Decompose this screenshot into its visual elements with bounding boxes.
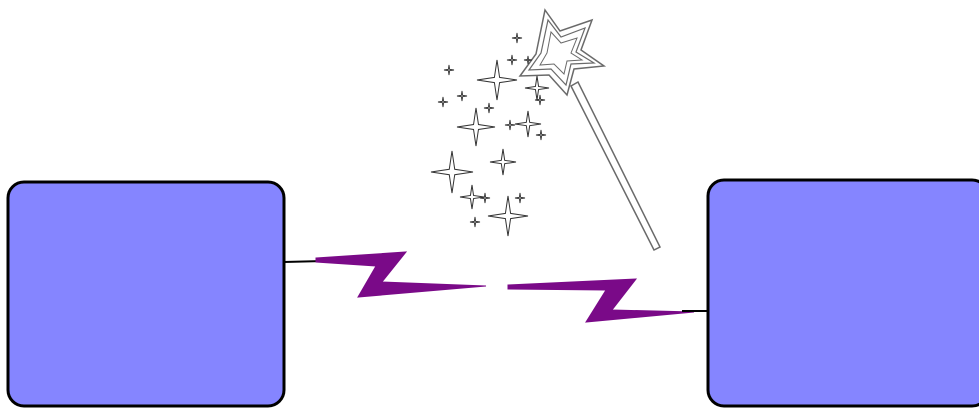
wand-star-outer	[520, 10, 604, 95]
right-link-segment	[508, 279, 708, 322]
sparkle-icon	[438, 97, 448, 107]
sparkle-icon	[480, 193, 490, 203]
sparkle-icon	[515, 193, 525, 203]
left-lightning-bolt-icon	[316, 252, 486, 297]
sparkle-icon	[477, 60, 517, 100]
sparkle-icon	[488, 196, 528, 236]
left-link-segment	[284, 252, 486, 297]
sparkle-icon	[470, 217, 480, 227]
right-lightning-bolt-icon	[508, 279, 694, 322]
sparkle-icon	[460, 185, 484, 209]
sparkle-icon	[444, 65, 454, 75]
wand-stick	[571, 82, 660, 250]
sparkle-icon	[490, 149, 516, 175]
sparkle-icon	[536, 130, 546, 140]
sparkle-icon	[505, 120, 515, 130]
sparkle-icon	[457, 91, 467, 101]
sparkle-icon	[515, 111, 541, 137]
right-node-box[interactable]	[708, 180, 979, 406]
sparkle-icon	[431, 151, 473, 193]
left-node-box[interactable]	[8, 182, 284, 406]
sparkle-icon	[484, 103, 494, 113]
sparkle-icon	[525, 76, 549, 100]
sparkle-icon	[457, 108, 495, 146]
sparkle-icon	[512, 33, 522, 43]
sparkle-icon	[507, 55, 517, 65]
